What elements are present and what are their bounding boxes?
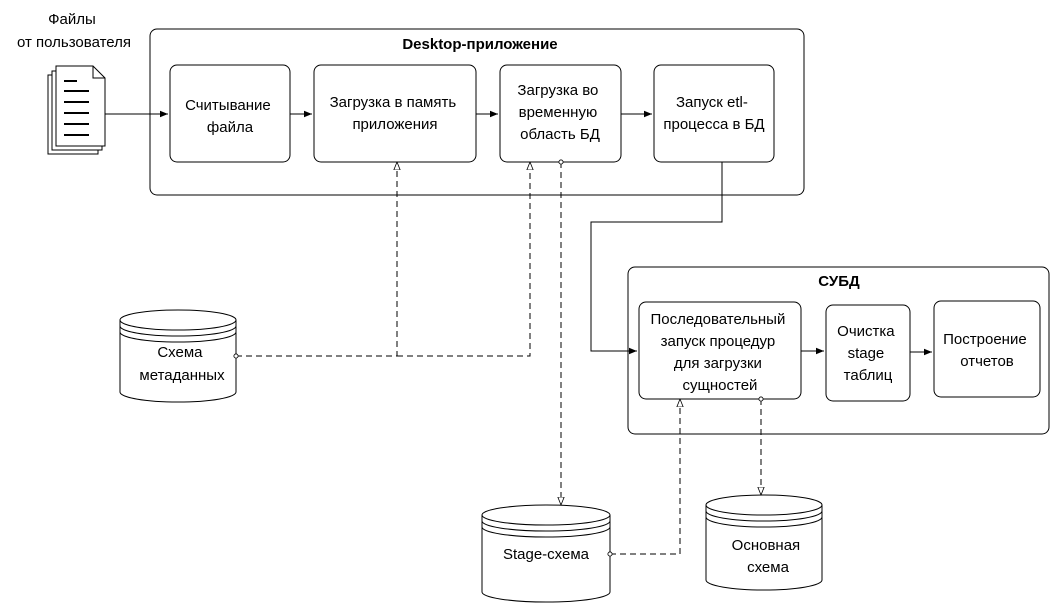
step-load-to-memory-line-2: приложения xyxy=(352,116,437,133)
dbms-title: СУБД xyxy=(818,273,860,290)
step-run-procedures: Последовательный запуск процедур для заг… xyxy=(638,301,802,400)
step-load-to-temp-area: Загрузка во временную область БД xyxy=(499,64,622,163)
desktop-app-frame xyxy=(149,28,805,196)
db-main-schema: Основная схема xyxy=(705,494,823,591)
user-files-caption-line-2: от пользователя xyxy=(17,34,131,51)
svg-text:Последовательный запус: Последовательный запуск процедур для заг… xyxy=(650,311,789,394)
dbms-group: СУБД Последовательный запуск процедур дл… xyxy=(627,266,1050,435)
svg-text:Загрузка во временную: Загрузка во временную область БД xyxy=(517,82,602,143)
db-metadata-line-2: метаданных xyxy=(139,367,225,384)
step-build-reports-line-2: отчетов xyxy=(960,353,1014,370)
step-run-procedures-line-4: сущностей xyxy=(683,377,758,394)
step-build-reports: Построение отчетов xyxy=(933,300,1041,398)
step-clean-stage-line-2: stage xyxy=(848,345,885,362)
step-run-procedures-line-3: для загрузки xyxy=(674,355,762,372)
svg-text:Основная схема: Основная схема xyxy=(732,537,805,576)
user-files-source: Файлы от пользователя xyxy=(17,11,131,155)
step-load-to-temp-area-line-3: область БД xyxy=(520,126,600,143)
step-clean-stage: Очистка stage таблиц xyxy=(825,304,911,402)
step-load-to-temp-area-line-1: Загрузка во xyxy=(517,82,598,99)
arrow-stage-to-procedures xyxy=(610,399,680,554)
db-metadata-schema: Схема метаданных xyxy=(119,309,237,403)
arrow-metadata-to-memory xyxy=(236,162,397,356)
db-stage-schema: Stage-схема xyxy=(481,504,611,603)
step-build-reports-line-1: Построение xyxy=(943,331,1027,348)
step-run-procedures-line-1: Последовательный xyxy=(650,311,785,328)
solid-flow-arrows xyxy=(105,110,932,356)
svg-text:Схема метаданных: Схема метаданных xyxy=(139,344,225,384)
step-read-file: Считывание файла xyxy=(169,64,291,163)
svg-text:Считывание файла: Считывание файла xyxy=(185,97,275,136)
svg-text:Загрузка в память прил: Загрузка в память приложения xyxy=(330,94,461,133)
user-files-caption: Файлы от пользователя xyxy=(17,11,131,51)
step-run-etl-line-2: процесса в БД xyxy=(663,116,764,133)
step-run-procedures-line-2: запуск процедур xyxy=(661,333,776,350)
step-load-to-memory-line-1: Загрузка в память xyxy=(330,94,457,111)
db-metadata-line-1: Схема xyxy=(157,344,203,361)
document-stack-icon xyxy=(47,65,106,155)
step-read-file-line-1: Считывание xyxy=(185,97,271,114)
svg-text:Запуск etl- процесса в: Запуск etl- процесса в БД xyxy=(663,94,764,133)
dashed-dependency-arrows xyxy=(236,162,761,554)
desktop-app-title: Desktop-приложение xyxy=(402,36,557,53)
step-run-etl-line-1: Запуск etl- xyxy=(676,94,748,111)
desktop-app-group: Desktop-приложение Считывание файла Загр… xyxy=(149,28,805,196)
step-clean-stage-line-3: таблиц xyxy=(844,367,893,384)
step-clean-stage-line-1: Очистка xyxy=(837,323,895,340)
db-stage-label: Stage-схема xyxy=(503,546,590,563)
step-load-to-memory: Загрузка в память приложения xyxy=(313,64,477,163)
step-load-to-temp-area-line-2: временную xyxy=(519,104,598,121)
arrow-metadata-to-temp xyxy=(397,162,530,357)
svg-text:Очистка stage: Очистка stage таблиц xyxy=(837,323,899,384)
db-main-line-1: Основная xyxy=(732,537,801,554)
user-files-caption-line-1: Файлы xyxy=(48,11,96,28)
step-read-file-line-2: файла xyxy=(207,119,254,136)
svg-text:Построение отчетов: Построение отчетов xyxy=(943,331,1031,370)
step-run-etl: Запуск etl- процесса в БД xyxy=(653,64,775,163)
db-main-line-2: схема xyxy=(747,559,789,576)
arrow-etl-to-procedures xyxy=(590,162,723,355)
